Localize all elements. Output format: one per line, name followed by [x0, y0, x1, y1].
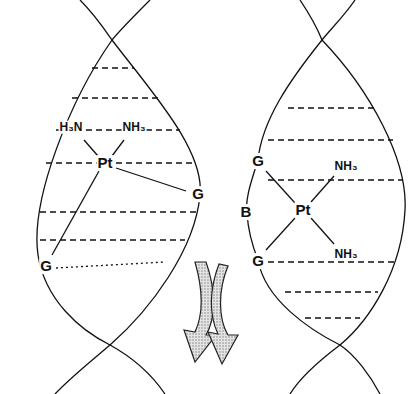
base-label: G: [251, 253, 265, 269]
metal-label: Pt: [295, 202, 312, 218]
base-label: B: [240, 204, 253, 220]
base-label: G: [191, 186, 205, 202]
base-label: G: [251, 153, 265, 169]
base-label: G: [39, 258, 53, 274]
metal-label: Pt: [97, 155, 114, 171]
ligand-label: H₃N: [59, 121, 84, 134]
ligand-label: NH₃: [122, 121, 147, 134]
ligand-label: NH₃: [334, 248, 359, 261]
ligand-label: NH₃: [334, 160, 359, 173]
